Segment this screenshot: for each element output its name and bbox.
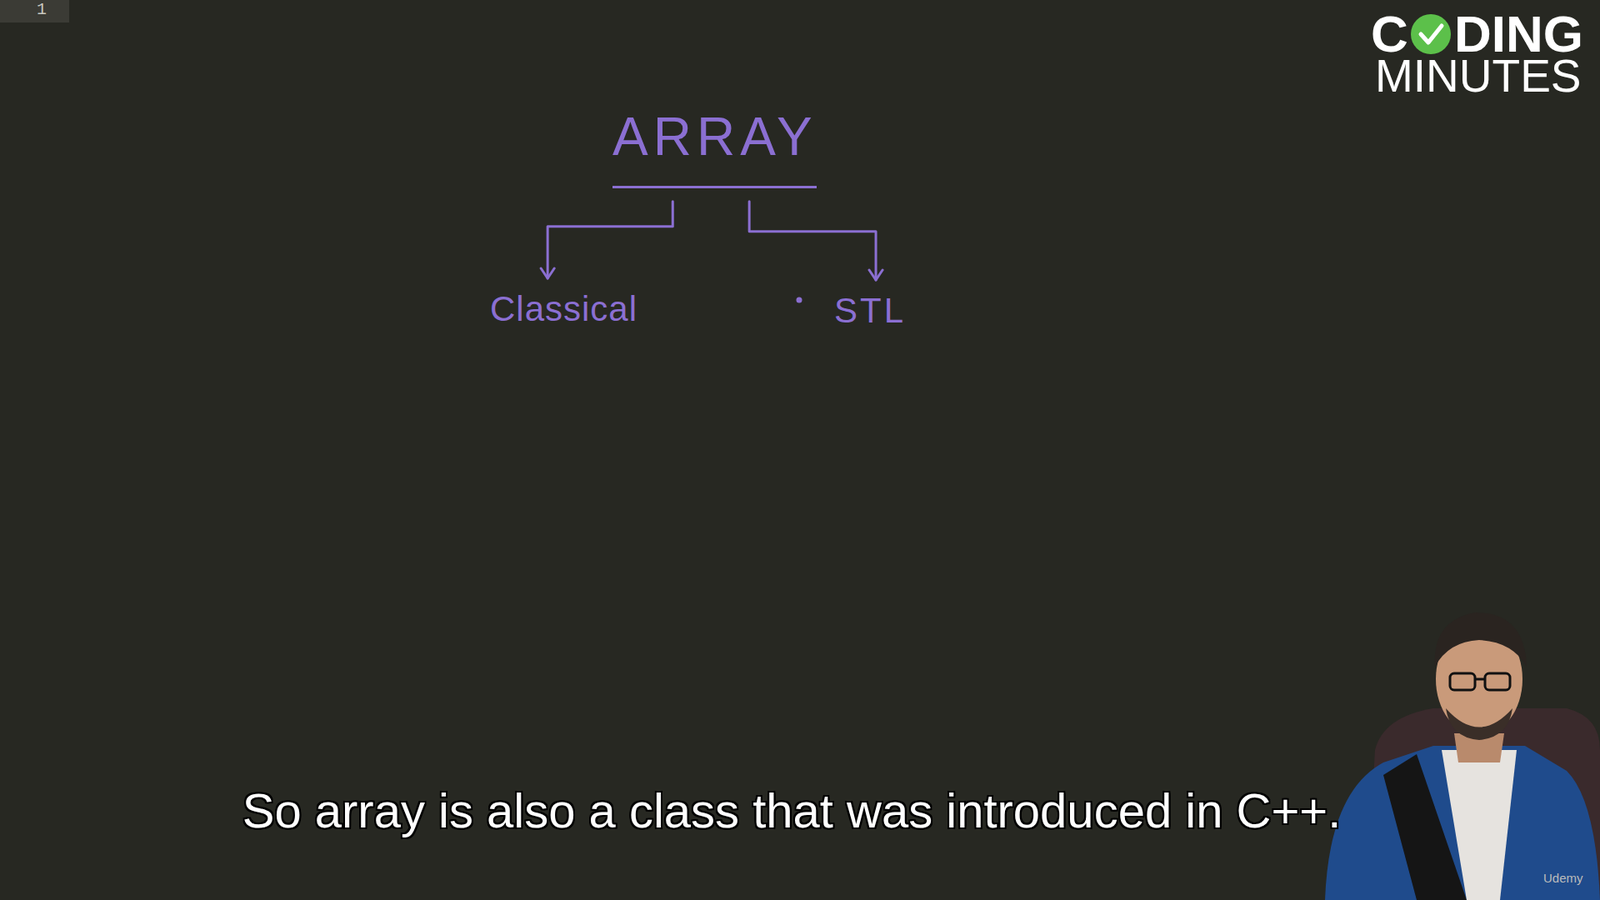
branch-label: STL [834,290,910,332]
logo-check-mark [1420,25,1442,43]
branch-arrow [547,201,673,279]
node-text: Classical [490,288,638,330]
hoodie [1325,745,1600,900]
line-number: 1 [36,1,47,19]
logo-text: DING [1454,8,1584,60]
logo-text: C [1370,8,1409,60]
hair [1435,612,1527,667]
node-text: ARRAY [612,105,818,170]
branch-label: Classical [490,288,642,330]
watermark: Udemy [1543,871,1584,885]
line-number-gutter [0,0,70,23]
glasses-left [1450,673,1475,690]
logo-text: MINUTES [1375,53,1582,100]
branch-arrow [749,201,876,280]
presenter [1325,612,1600,900]
node-text: STL [834,290,906,332]
pen-dot [796,297,803,304]
title-word: ARRAY [612,105,817,189]
glasses-right [1485,673,1510,690]
subtitle: So array is also a class that was introd… [0,786,1584,835]
logo-check-circle [1410,14,1451,55]
glasses-bridge [1475,678,1485,681]
beard [1445,708,1513,740]
shirt [1441,750,1517,900]
